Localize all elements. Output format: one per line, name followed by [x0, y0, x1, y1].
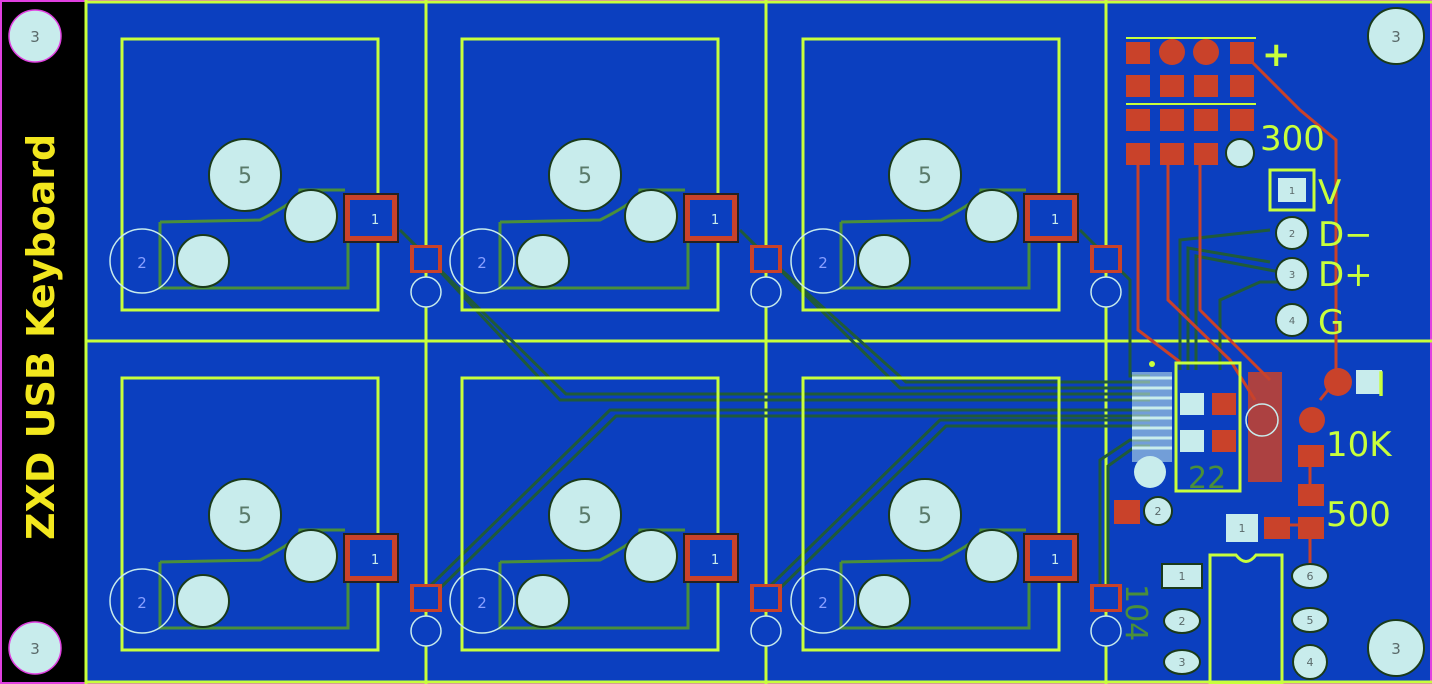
switch-6: [790, 376, 1079, 652]
switch-1-pin-2: 2: [137, 254, 147, 272]
dip-chip: [1161, 553, 1329, 684]
dip-pin-1: 1: [1179, 570, 1186, 583]
usb-pin-1: 1: [1289, 186, 1295, 197]
switch-4-diode-pin: 1: [371, 553, 379, 568]
switch-6-pin-5: 5: [918, 504, 932, 529]
switch-2-pin-5: 5: [578, 164, 592, 189]
switch-1: [109, 37, 399, 312]
usb-pin-4: 4: [1289, 316, 1295, 327]
mounting-hole-top-right: 3: [1391, 28, 1401, 46]
diode-3: [1090, 245, 1122, 308]
diode-1: [410, 245, 442, 308]
dip-pin-2: 2: [1179, 615, 1186, 628]
mounting-hole-bottom-left: 3: [30, 640, 40, 658]
switch-3-pin-5: 5: [918, 164, 932, 189]
switch-3: [790, 37, 1079, 312]
section-grid: [84, 0, 1432, 684]
mounting-hole-bottom-right: 3: [1391, 640, 1401, 658]
board-title: ZXD USB Keyboard: [19, 134, 63, 540]
switch-2: [449, 37, 739, 312]
switch-labels: 5 5 5 5 5 5 2 2 2 2 2 2 1 1 1 1 1 1: [137, 164, 1059, 612]
resistor-500-label: 500: [1326, 495, 1391, 535]
usb-pin-3: 3: [1289, 270, 1295, 281]
diode-6: [1090, 584, 1122, 647]
side-strip: [0, 0, 86, 684]
usb-pin-labels: V D− D+ G: [1318, 173, 1373, 343]
switch-3-pin-2: 2: [818, 254, 828, 272]
resistor-array: [1126, 37, 1256, 168]
mounting-hole-top-left: 3: [30, 28, 40, 46]
switch-2-pin-2: 2: [477, 254, 487, 272]
mounting-holes: 3 3 3 3: [8, 7, 1425, 677]
dip-pin-3: 3: [1179, 656, 1186, 669]
switch-6-diode-pin: 1: [1051, 553, 1059, 568]
pin-i-label: I: [1376, 365, 1386, 405]
plus-label: +: [1262, 35, 1291, 75]
switch-5: [449, 376, 739, 652]
usb-header-pins: 1 2 3 4: [1289, 186, 1295, 327]
resistor-300-label: 300: [1260, 119, 1325, 159]
usb-label-g: G: [1318, 303, 1344, 343]
dip-pin-4: 4: [1307, 656, 1314, 669]
switch-2-diode-pin: 1: [711, 213, 719, 228]
switch-4: [109, 376, 399, 652]
switch-footprints: [109, 37, 1079, 652]
dip-pin-5: 5: [1307, 614, 1314, 627]
usb-label-dminus: D−: [1318, 215, 1373, 255]
cap-22-label: 22: [1188, 461, 1226, 496]
switch-1-pin-5: 5: [238, 164, 252, 189]
diode-4: [410, 584, 442, 647]
usb-header: [1268, 168, 1316, 337]
usb-label-v: V: [1318, 173, 1341, 213]
switch-5-pin-5: 5: [578, 504, 592, 529]
switch-4-pin-2: 2: [137, 594, 147, 612]
usb-label-dplus: D+: [1318, 255, 1373, 295]
pad-2-label: 2: [1155, 505, 1162, 518]
cap-104-label: 104: [1118, 584, 1153, 641]
usb-pin-2: 2: [1289, 229, 1295, 240]
switch-1-diode-pin: 1: [371, 213, 379, 228]
diode-5: [750, 584, 782, 647]
pad-1-label: 1: [1239, 522, 1246, 535]
microcontroller: [1114, 361, 1382, 542]
switch-5-diode-pin: 1: [711, 553, 719, 568]
diodes: [410, 245, 1122, 647]
dip-pin-labels: 1 2 3 6 5 4: [1179, 570, 1314, 669]
diode-2: [750, 245, 782, 308]
dip-pin-6: 6: [1307, 570, 1314, 583]
resistor-10k-label: 10K: [1326, 425, 1393, 465]
switch-4-pin-5: 5: [238, 504, 252, 529]
switch-3-diode-pin: 1: [1051, 213, 1059, 228]
switch-5-pin-2: 2: [477, 594, 487, 612]
switch-6-pin-2: 2: [818, 594, 828, 612]
